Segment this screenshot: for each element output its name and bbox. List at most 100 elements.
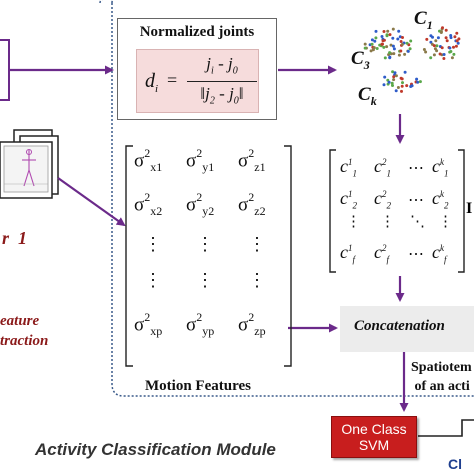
cluster-point (435, 44, 439, 48)
module-boundary (111, 0, 474, 397)
cluster-point (444, 28, 448, 32)
cluster-point (383, 75, 387, 79)
cluster-point (438, 52, 442, 56)
matrix-entry: σ2z1 (238, 146, 266, 175)
cluster-point (371, 48, 375, 52)
matrix-entry: σ2xp (134, 310, 163, 339)
c-matrix-entry: ckf (432, 242, 447, 265)
cluster-point (385, 33, 389, 37)
motion-feature-matrix: σ2x1 σ2y1 σ2z1 σ2x2 σ2y2 σ2z2 ⋮ ⋮ ⋮ ⋮ ⋮ … (130, 146, 286, 364)
cluster-point (456, 41, 460, 45)
cluster-point (390, 81, 394, 85)
cluster-point (380, 35, 384, 38)
formula-numerator: ji - j0 (206, 54, 238, 77)
formula-lhs: d (145, 70, 155, 92)
cluster-point (424, 50, 428, 54)
cluster-point (400, 89, 403, 93)
cluster-point (403, 52, 407, 56)
cluster-point (394, 74, 398, 78)
formula-lhs-sub: i (155, 83, 159, 95)
matrix-entry: σ2x2 (134, 190, 163, 219)
cluster-point (391, 27, 395, 31)
cluster-point (394, 89, 398, 93)
c-matrix-hdots: ⋯ (408, 246, 424, 263)
formula-equals: = (167, 70, 178, 90)
cluster-point (383, 56, 387, 60)
matrix-entry: σ2yp (186, 310, 215, 339)
cluster-point (385, 45, 389, 49)
c-matrix-entry: c1f (340, 242, 356, 265)
cluster-point (452, 52, 456, 56)
cluster-point (389, 43, 393, 47)
cluster-point (391, 44, 395, 48)
cluster-point (429, 56, 433, 60)
cluster-point (373, 39, 377, 43)
cluster-point (380, 42, 384, 46)
normalized-joints-title: Normalized joints (139, 24, 255, 40)
cluster-point (442, 57, 446, 60)
c-matrix-vdots: ⋮ (380, 214, 395, 230)
cluster-point (396, 37, 400, 41)
cluster-point (439, 30, 443, 34)
cluster-point (370, 38, 374, 42)
cluster-point (432, 53, 436, 57)
cluster-point (374, 29, 378, 33)
cluster-point (416, 80, 420, 84)
matrix-vdots: ⋮ (144, 234, 162, 254)
cluster-point (381, 39, 385, 43)
cluster-point (382, 30, 386, 33)
cluster-point (449, 36, 453, 40)
c-matrix-hdots: ⋯ (408, 160, 424, 177)
cluster-point (454, 44, 458, 48)
concatenation-label: Concatenation (354, 318, 445, 334)
cluster-point (397, 29, 401, 33)
cluster-point (382, 83, 386, 87)
cluster-point (453, 35, 457, 39)
cluster-point (452, 45, 455, 49)
matrix-entry: σ2y2 (186, 190, 215, 219)
cluster-label-ck: Ck (358, 84, 377, 108)
cluster-point (392, 52, 396, 56)
cluster-point (444, 36, 448, 40)
matrix-vdots: ⋮ (248, 270, 266, 290)
cluster-point (409, 85, 413, 88)
cluster-point (434, 39, 438, 43)
frame-label: r 1 (2, 228, 28, 248)
cluster-point (405, 84, 409, 88)
cluster-point (397, 53, 401, 57)
cluster-point (408, 47, 412, 51)
left-partial-box (0, 39, 10, 101)
cluster-point (388, 56, 392, 60)
feature-extraction-label: eature traction (0, 313, 49, 349)
c-matrix-vdots: ⋮ (438, 214, 453, 230)
formula-fraction-bar (187, 81, 257, 82)
module-boundary-top (99, 0, 103, 4)
cluster-point (382, 45, 386, 49)
c-matrix-entry: c12 (340, 188, 357, 211)
c-matrix-entry: c22 (374, 188, 391, 211)
c-matrix-ddots: ⋱ (410, 214, 425, 230)
matrix-vdots: ⋮ (248, 234, 266, 254)
cluster-point (401, 81, 404, 85)
matrix-entry: σ2y1 (186, 146, 215, 175)
cluster-point (391, 84, 394, 87)
cluster-point (391, 36, 395, 40)
matrix-vdots: ⋮ (196, 234, 214, 254)
cluster-point (455, 39, 459, 43)
cluster-point (435, 49, 439, 53)
cluster-point (405, 41, 409, 45)
concatenation-box: Concatenation (340, 306, 474, 352)
cluster-point (392, 78, 396, 82)
motion-matrix-right-bracket (284, 145, 292, 367)
c-matrix-entry: c21 (374, 156, 391, 179)
svm-line1: One Class (341, 421, 407, 437)
cluster-point (429, 34, 433, 38)
cluster-point (422, 48, 426, 51)
cluster-point (406, 49, 410, 53)
one-class-svm-box: One Class SVM (331, 416, 417, 458)
cluster-point (441, 26, 444, 30)
motion-features-label: Motion Features (145, 378, 251, 394)
cluster-point (403, 70, 407, 74)
matrix-vdots: ⋮ (196, 270, 214, 290)
cluster-scatter (346, 2, 474, 114)
